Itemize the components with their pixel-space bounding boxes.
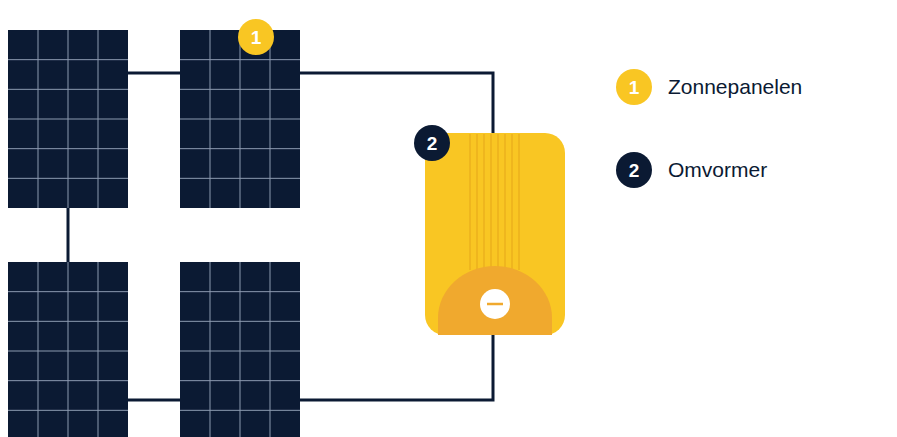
inverter-display-area	[438, 266, 552, 335]
panel-grid	[180, 291, 300, 292]
panel-grid	[8, 380, 128, 381]
inverter-fin	[511, 134, 512, 270]
panel-grid	[180, 59, 300, 60]
inverter	[425, 133, 565, 335]
callout-number: 2	[427, 134, 438, 153]
panel-grid	[8, 119, 128, 120]
panel-body	[180, 262, 300, 437]
panel-grid	[180, 148, 300, 149]
panel-grid	[8, 89, 128, 90]
wire	[67, 208, 70, 262]
panel-grid	[180, 410, 300, 411]
panel-grid	[8, 59, 128, 60]
callout-number: 1	[251, 28, 262, 47]
panel-grid	[180, 89, 300, 90]
wire	[128, 399, 180, 402]
panel-grid	[180, 178, 300, 179]
inverter-fin	[483, 134, 484, 270]
panel-grid	[8, 410, 128, 411]
inverter-fin	[518, 134, 519, 270]
callout-number: 1	[629, 78, 640, 97]
panel-body	[180, 30, 300, 208]
wire	[300, 334, 493, 400]
panel-grid	[180, 351, 300, 352]
inverter-indicator-dash	[487, 303, 503, 306]
panel-grid	[180, 321, 300, 322]
inverter-fin	[504, 134, 505, 270]
panel-grid	[8, 321, 128, 322]
wire	[128, 72, 180, 75]
legend-swatch: 1	[616, 69, 652, 105]
solar-panel	[180, 262, 300, 437]
callout-circle: 1	[238, 19, 274, 55]
inverter-fin	[469, 134, 470, 270]
inverter-indicator	[480, 289, 510, 319]
panel-grid	[180, 380, 300, 381]
panel-grid	[180, 119, 300, 120]
legend-swatch: 2	[616, 152, 652, 188]
solar-panel	[180, 30, 300, 208]
solar-panel	[8, 30, 128, 208]
inverter-body	[425, 133, 565, 335]
callout-number: 2	[629, 161, 640, 180]
panel-grid	[8, 351, 128, 352]
callout-circle: 2	[414, 125, 450, 161]
panel-grid	[8, 178, 128, 179]
panel-grid	[8, 291, 128, 292]
inverter-fin	[497, 134, 498, 270]
solar-panel	[8, 262, 128, 437]
legend-text: Omvormer	[668, 157, 767, 182]
panel-grid	[8, 148, 128, 149]
legend-text: Zonnepanelen	[668, 74, 802, 99]
inverter-fin	[476, 134, 477, 270]
panel-body	[8, 262, 128, 437]
wire	[300, 73, 493, 134]
inverter-fin	[490, 134, 491, 270]
panel-body	[8, 30, 128, 208]
